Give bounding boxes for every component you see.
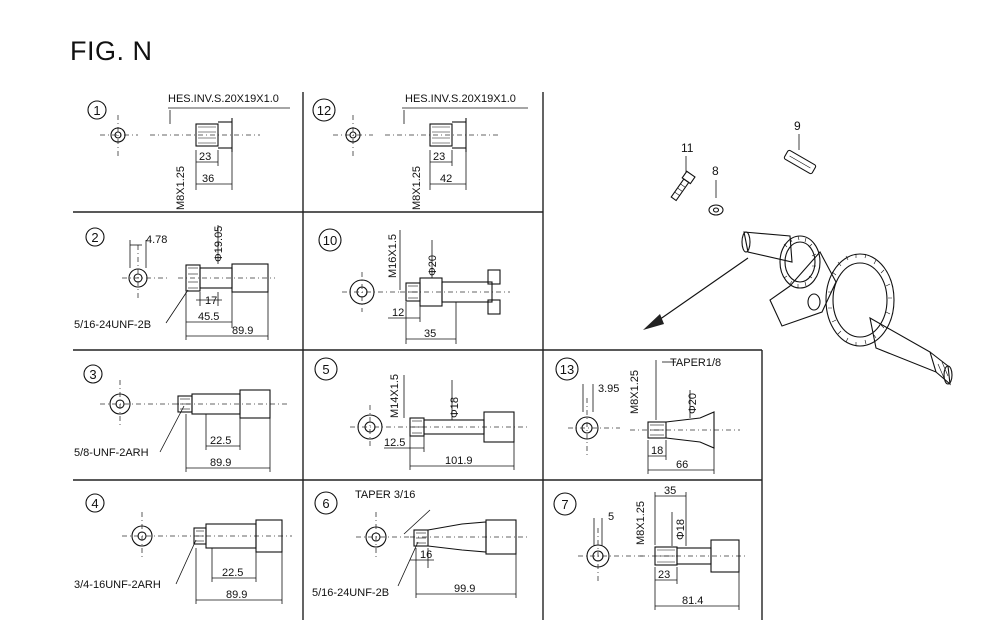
shaft-side-view (403, 509, 530, 555)
flywheel-end-view (342, 272, 400, 312)
cell-number: 5 (322, 362, 329, 377)
flywheel-end-view (333, 115, 373, 156)
label: 4.78 (146, 234, 167, 246)
flywheel-end-view (568, 384, 620, 455)
label: HES.INV.S.20X19X1.0 (405, 93, 516, 105)
flywheel-end-view (122, 240, 170, 298)
label: 89.9 (210, 457, 231, 469)
shaft-side-view (385, 107, 528, 152)
cell-number: 4 (91, 496, 98, 511)
label: 22.5 (210, 435, 231, 447)
label: Φ19.05 (213, 226, 225, 262)
label: 81.4 (682, 595, 703, 607)
cell-3: 3 22.5 89.9 5/8-UNF-2ARH (74, 364, 290, 472)
label: 36 (202, 173, 214, 185)
direction-arrow (643, 257, 749, 330)
key-icon (783, 149, 817, 175)
shaft-side-view (174, 389, 290, 419)
figure-title: FIG. N (70, 36, 153, 66)
label: 3.95 (598, 383, 619, 395)
label: 3/4-16UNF-2ARH (74, 579, 161, 591)
shaft-side-view (630, 360, 740, 449)
crankshaft-illustration (741, 231, 953, 386)
part-number: 9 (794, 119, 801, 133)
label: 101.9 (445, 455, 473, 467)
label: 42 (440, 173, 452, 185)
label: 23 (199, 151, 211, 163)
cell-4: 4 22.5 89.9 3/4-16UNF-2ARH (74, 493, 292, 604)
label: 23 (433, 151, 445, 163)
cell-number: 13 (560, 362, 574, 377)
flywheel-end-view (100, 115, 138, 156)
cell-number: 1 (93, 103, 100, 118)
label: 5/16-24UNF-2B (74, 319, 151, 331)
flywheel-end-view (100, 380, 174, 428)
label: 23 (658, 569, 670, 581)
label: 17 (205, 295, 217, 307)
cell-12: 12 HES.INV.S.20X19X1.0 M8X1.25 23 (312, 93, 528, 210)
cell-number: 10 (323, 233, 337, 248)
label: TAPER 3/16 (355, 489, 415, 501)
parts-group: 11 8 9 (643, 119, 953, 386)
label: Φ18 (449, 397, 461, 418)
shaft-side-view (150, 107, 290, 152)
label: 89.9 (232, 325, 253, 337)
label: 12.5 (384, 437, 405, 449)
grid-lines (73, 92, 763, 620)
shaft-side-view (178, 225, 275, 293)
shaft-side-view (182, 519, 292, 553)
label: M16X1.5 (387, 234, 399, 278)
cell-number: 12 (317, 103, 331, 118)
label: 66 (676, 459, 688, 471)
label: M14X1.5 (389, 374, 401, 418)
shaft-side-view (403, 375, 515, 443)
flywheel-end-view (356, 512, 410, 560)
bolt-icon (670, 170, 696, 202)
label: M8X1.25 (411, 166, 423, 210)
cell-number: 7 (561, 497, 568, 512)
shaft-side-view (640, 492, 745, 573)
flywheel-end-view (350, 405, 530, 448)
label: M8X1.25 (175, 166, 187, 210)
washer-icon (708, 204, 724, 216)
label: 18 (651, 445, 663, 457)
label: 45.5 (198, 311, 219, 323)
label: M8X1.25 (629, 370, 641, 414)
flywheel-end-view (578, 518, 644, 584)
cell-1: 1 HES.INV.S.20X19X1.0 M8X1.25 23 3 (87, 93, 290, 210)
cell-7: 7 5 M8X1.25 35 Φ18 23 (553, 485, 745, 610)
label: TAPER1/8 (670, 357, 721, 369)
label: M8X1.25 (635, 501, 647, 545)
label: Φ20 (687, 393, 699, 414)
label: 5/16-24UNF-2B (312, 587, 389, 599)
part-number: 11 (681, 141, 694, 155)
cell-13: 13 3.95 M8X1.25 TAPER1/8 Φ20 18 (555, 357, 740, 474)
label: 35 (664, 485, 676, 497)
cell-number: 3 (89, 367, 96, 382)
cell-number: 2 (91, 230, 98, 245)
cell-2: 2 4.78 Φ19.05 17 45.5 (74, 225, 275, 340)
cell-number: 6 (322, 496, 329, 511)
label: HES.INV.S.20X19X1.0 (168, 93, 279, 105)
cell-5: 5 M14X1.5 Φ18 12.5 101.9 (314, 357, 530, 470)
label: 12 (392, 307, 404, 319)
label: 35 (424, 328, 436, 340)
label: 16 (420, 549, 432, 561)
label: 22.5 (222, 567, 243, 579)
part-number: 8 (712, 164, 719, 178)
label: 99.9 (454, 583, 475, 595)
cell-10: 10 M16X1.5 Φ20 12 35 (318, 228, 510, 344)
label: Φ18 (675, 519, 687, 540)
label: 5 (608, 511, 614, 523)
shaft-side-view (399, 230, 510, 315)
label: Φ20 (427, 255, 439, 276)
cell-6: 6 TAPER 3/16 16 99.9 5/16-24UNF-2B (312, 489, 530, 599)
label: 89.9 (226, 589, 247, 601)
flywheel-end-view (122, 512, 182, 560)
label: 5/8-UNF-2ARH (74, 447, 149, 459)
